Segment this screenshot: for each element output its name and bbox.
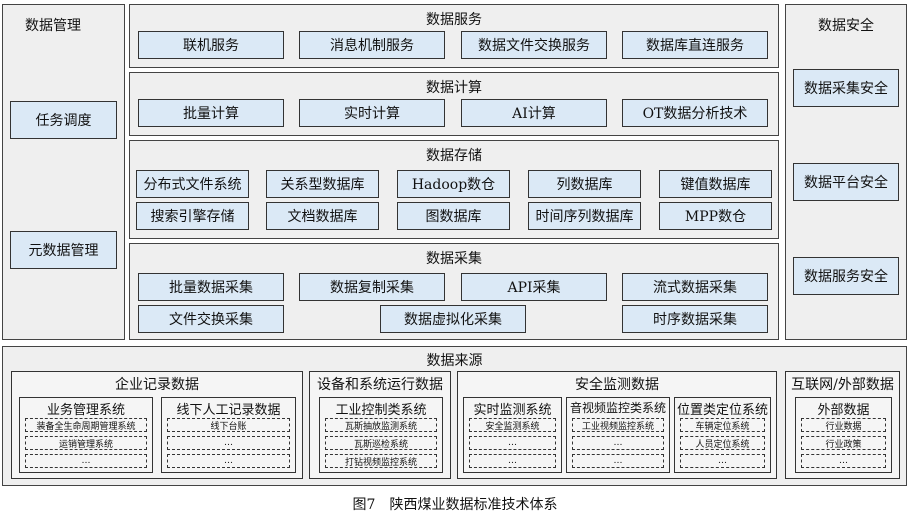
internet-data-group: 互联网/外部数据 外部数据 行业数据 行业政策 … <box>785 371 900 479</box>
collection-box: 流式数据采集 <box>622 273 768 301</box>
safety-monitoring-group: 安全监测数据 实时监测系统 安全监测系统 … … 音视频监控类系统 工业视频监控… <box>457 371 777 479</box>
collection-box: 批量数据采集 <box>138 273 284 301</box>
internet-data-title: 互联网/外部数据 <box>791 377 894 393</box>
storage-box: 文档数据库 <box>266 202 379 230</box>
source-item: … <box>167 436 290 450</box>
data-security-title: 数据安全 <box>818 18 874 34</box>
figure-caption: 图7 陕西煤业数据标准技术体系 <box>352 497 558 513</box>
manual-records-box: 线下人工记录数据 线下台账 … … <box>161 397 296 473</box>
storage-box: 图数据库 <box>397 202 510 230</box>
data-storage-panel: 数据存储 分布式文件系统 关系型数据库 Hadoop数仓 列数据库 键值数据库 … <box>129 140 779 239</box>
storage-box: MPP数仓 <box>659 202 772 230</box>
compute-box: 批量计算 <box>138 99 284 127</box>
data-management-panel: 数据管理 任务调度 元数据管理 <box>2 4 125 340</box>
service-box: 联机服务 <box>138 31 284 59</box>
security-box: 数据平台安全 <box>793 163 899 201</box>
metadata-management-box: 元数据管理 <box>10 231 117 269</box>
collection-box: 时序数据采集 <box>622 305 768 333</box>
storage-box: 列数据库 <box>528 170 641 198</box>
source-item: … <box>572 454 664 468</box>
compute-box: AI计算 <box>461 99 607 127</box>
storage-box: 分布式文件系统 <box>136 170 249 198</box>
storage-box: 时间序列数据库 <box>528 202 641 230</box>
business-system-box: 业务管理系统 装备全生命周期管理系统 运销管理系统 … <box>19 397 153 473</box>
security-box: 数据采集安全 <box>793 69 899 107</box>
data-collection-title: 数据采集 <box>426 251 482 267</box>
collection-box: 文件交换采集 <box>138 305 284 333</box>
source-item: 打钻视频监控系统 <box>325 454 437 468</box>
equipment-data-group: 设备和系统运行数据 工业控制类系统 瓦斯抽放监测系统 瓦斯巡检系统 打钻视频监控… <box>309 371 451 479</box>
source-item: 车辆定位系统 <box>680 418 765 432</box>
external-data-box: 外部数据 行业数据 行业政策 … <box>795 397 892 473</box>
compute-box: 实时计算 <box>299 99 445 127</box>
storage-box: 键值数据库 <box>659 170 772 198</box>
source-item: 瓦斯巡检系统 <box>325 436 437 450</box>
storage-box: 关系型数据库 <box>266 170 379 198</box>
external-data-title: 外部数据 <box>817 403 870 418</box>
realtime-monitoring-title: 实时监测系统 <box>473 403 552 418</box>
equipment-data-title: 设备和系统运行数据 <box>317 377 443 393</box>
collection-box: API采集 <box>461 273 607 301</box>
data-compute-title: 数据计算 <box>426 80 482 96</box>
positioning-title: 位置类定位系统 <box>676 403 768 418</box>
realtime-monitoring-box: 实时监测系统 安全监测系统 … … <box>463 397 562 473</box>
collection-box: 数据虚拟化采集 <box>380 305 526 333</box>
source-item: … <box>801 454 886 468</box>
source-item: … <box>469 454 556 468</box>
source-item: … <box>469 436 556 450</box>
source-item: 安全监测系统 <box>469 418 556 432</box>
service-box: 消息机制服务 <box>299 31 445 59</box>
data-services-title: 数据服务 <box>426 12 482 28</box>
enterprise-records-title: 企业记录数据 <box>115 377 199 393</box>
source-item: 行业数据 <box>801 418 886 432</box>
data-security-panel: 数据安全 数据采集安全 数据平台安全 数据服务安全 <box>785 4 907 340</box>
compute-box: OT数据分析技术 <box>622 99 768 127</box>
source-item: 装备全生命周期管理系统 <box>25 418 147 432</box>
collection-box: 数据复制采集 <box>299 273 445 301</box>
service-box: 数据库直连服务 <box>622 31 768 59</box>
positioning-box: 位置类定位系统 车辆定位系统 人员定位系统 … <box>674 397 771 473</box>
safety-monitoring-title: 安全监测数据 <box>575 377 659 393</box>
data-compute-panel: 数据计算 批量计算 实时计算 AI计算 OT数据分析技术 <box>129 72 779 136</box>
security-box: 数据服务安全 <box>793 257 899 295</box>
business-system-title: 业务管理系统 <box>46 403 125 418</box>
source-item: … <box>680 454 765 468</box>
task-scheduling-box: 任务调度 <box>10 101 117 139</box>
source-item: … <box>167 454 290 468</box>
data-management-title: 数据管理 <box>25 18 81 34</box>
service-box: 数据文件交换服务 <box>461 31 607 59</box>
av-monitoring-title: 音视频监控类系统 <box>569 401 666 415</box>
data-storage-title: 数据存储 <box>426 148 482 164</box>
source-item: 瓦斯抽放监测系统 <box>325 418 437 432</box>
industrial-control-title: 工业控制类系统 <box>335 403 427 418</box>
source-item: 工业视频监控系统 <box>572 418 664 432</box>
manual-records-title: 线下人工记录数据 <box>176 403 281 418</box>
industrial-control-box: 工业控制类系统 瓦斯抽放监测系统 瓦斯巡检系统 打钻视频监控系统 <box>319 397 443 473</box>
source-item: 行业政策 <box>801 436 886 450</box>
data-collection-panel: 数据采集 批量数据采集 数据复制采集 API采集 流式数据采集 文件交换采集 数… <box>129 243 779 340</box>
source-item: 人员定位系统 <box>680 436 765 450</box>
source-item: … <box>572 436 664 450</box>
source-item: … <box>25 454 147 468</box>
source-item: 运销管理系统 <box>25 436 147 450</box>
enterprise-records-group: 企业记录数据 业务管理系统 装备全生命周期管理系统 运销管理系统 … 线下人工记… <box>11 371 303 479</box>
data-services-panel: 数据服务 联机服务 消息机制服务 数据文件交换服务 数据库直连服务 <box>129 4 779 68</box>
storage-box: Hadoop数仓 <box>397 170 510 198</box>
data-sources-panel: 数据来源 企业记录数据 业务管理系统 装备全生命周期管理系统 运销管理系统 … … <box>2 346 907 486</box>
av-monitoring-box: 音视频监控类系统 工业视频监控系统 … … <box>566 397 670 473</box>
source-item: 线下台账 <box>167 418 290 432</box>
storage-box: 搜索引擎存储 <box>136 202 249 230</box>
data-sources-title: 数据来源 <box>426 353 483 369</box>
